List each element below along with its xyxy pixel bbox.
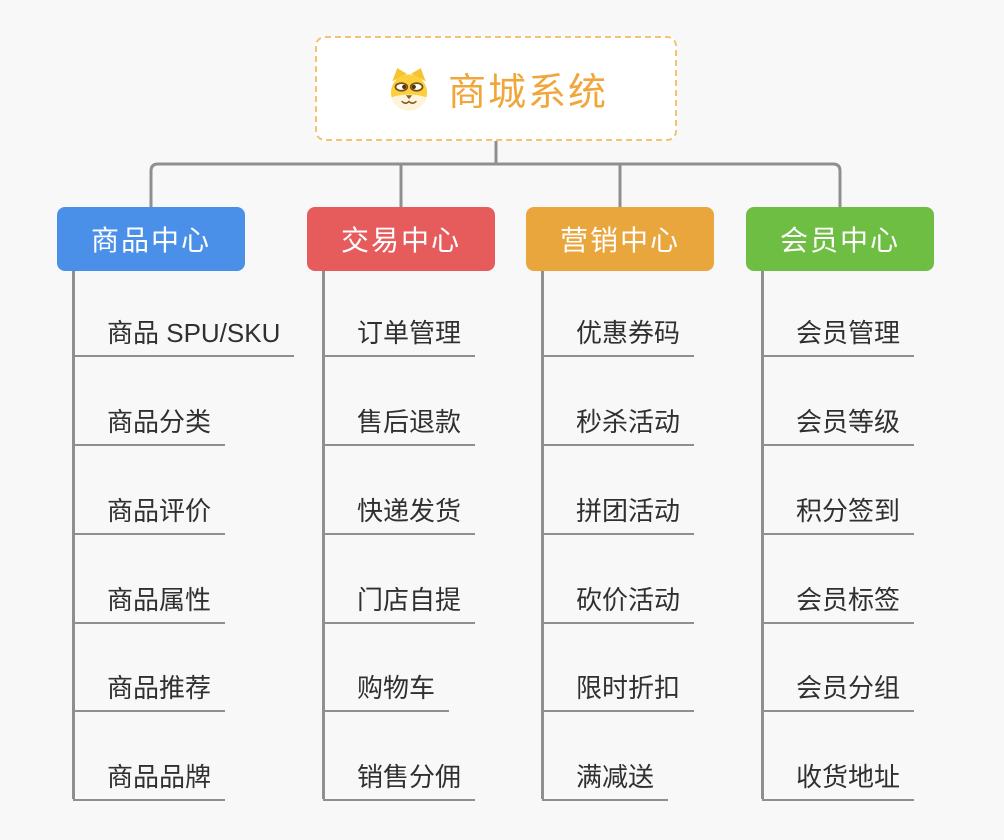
leaf-label: 会员分组 (796, 673, 901, 703)
branch-label: 会员中心 (779, 225, 900, 256)
leaf-node[interactable]: 积分签到 (762, 493, 915, 535)
leaf-label: 砍价活动 (576, 585, 681, 615)
leaf-node[interactable]: 购物车 (323, 670, 450, 712)
shiba-dog-icon (384, 66, 434, 112)
leaf-label: 门店自提 (357, 585, 462, 615)
leaf-label: 积分签到 (796, 496, 901, 526)
branch-trunk-line (71, 271, 75, 799)
leaf-node[interactable]: 商品推荐 (73, 670, 226, 712)
leaf-node[interactable]: 销售分佣 (323, 759, 476, 801)
leaf-label: 满减送 (576, 762, 655, 792)
leaf-node[interactable]: 订单管理 (323, 315, 476, 357)
leaf-label: 售后退款 (357, 407, 462, 437)
leaf-node[interactable]: 拼团活动 (542, 493, 695, 535)
leaf-node[interactable]: 优惠券码 (542, 315, 695, 357)
leaf-node[interactable]: 满减送 (542, 759, 669, 801)
leaf-label: 限时折扣 (576, 673, 681, 703)
root-title: 商城系统 (447, 72, 608, 114)
branch-label: 商品中心 (90, 225, 211, 256)
leaf-label: 商品属性 (107, 585, 212, 615)
leaf-label: 商品品牌 (107, 762, 212, 792)
branch-trunk-line (760, 271, 764, 799)
leaf-label: 购物车 (357, 673, 436, 703)
leaf-label: 商品推荐 (107, 673, 212, 703)
branch-node-1[interactable]: 商品中心 (57, 207, 245, 271)
leaf-label: 商品评价 (107, 496, 212, 526)
leaf-node[interactable]: 商品 SPU/SKU (73, 315, 295, 357)
leaf-node[interactable]: 会员等级 (762, 404, 915, 446)
leaf-node[interactable]: 砍价活动 (542, 582, 695, 624)
root-node[interactable]: 商城系统 (315, 36, 677, 141)
branch-trunk-line (321, 271, 325, 799)
branch-node-4[interactable]: 会员中心 (746, 207, 934, 271)
leaf-node[interactable]: 限时折扣 (542, 670, 695, 712)
leaf-node[interactable]: 商品品牌 (73, 759, 226, 801)
leaf-label: 会员管理 (796, 318, 901, 348)
branch-node-2[interactable]: 交易中心 (307, 207, 495, 271)
branch-label: 交易中心 (340, 225, 461, 256)
leaf-node[interactable]: 快递发货 (323, 493, 476, 535)
leaf-node[interactable]: 售后退款 (323, 404, 476, 446)
leaf-node[interactable]: 商品属性 (73, 582, 226, 624)
leaf-label: 商品分类 (107, 407, 212, 437)
branch-trunk-line (540, 271, 544, 799)
leaf-label: 会员标签 (796, 585, 901, 615)
branch-bus-line (149, 162, 842, 207)
branch-node-3[interactable]: 营销中心 (526, 207, 714, 271)
leaf-label: 快递发货 (357, 496, 462, 526)
leaf-label: 订单管理 (357, 318, 462, 348)
leaf-node[interactable]: 收货地址 (762, 759, 915, 801)
leaf-label: 商品 SPU/SKU (107, 318, 281, 348)
leaf-label: 拼团活动 (576, 496, 681, 526)
leaf-label: 秒杀活动 (576, 407, 681, 437)
leaf-node[interactable]: 门店自提 (323, 582, 476, 624)
leaf-node[interactable]: 会员管理 (762, 315, 915, 357)
leaf-label: 销售分佣 (357, 762, 462, 792)
leaf-node[interactable]: 商品分类 (73, 404, 226, 446)
leaf-node[interactable]: 秒杀活动 (542, 404, 695, 446)
leaf-node[interactable]: 商品评价 (73, 493, 226, 535)
leaf-label: 优惠券码 (576, 318, 681, 348)
branch-label: 营销中心 (559, 225, 680, 256)
leaf-label: 会员等级 (796, 407, 901, 437)
leaf-node[interactable]: 会员分组 (762, 670, 915, 712)
leaf-node[interactable]: 会员标签 (762, 582, 915, 624)
leaf-label: 收货地址 (796, 762, 901, 792)
